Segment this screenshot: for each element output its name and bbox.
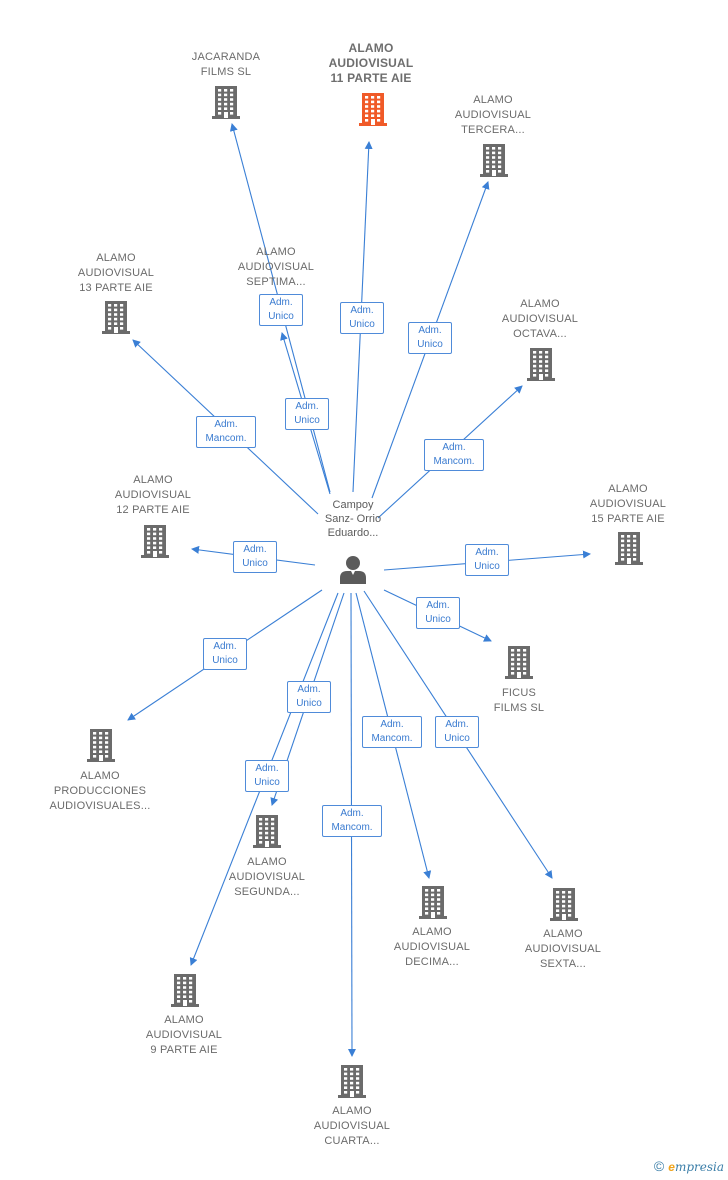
company-node-label: ALAMO PRODUCCIONES AUDIOVISUALES... [49, 770, 151, 812]
building-icon [253, 815, 281, 848]
footer-brand[interactable]: ©empresia [654, 1158, 724, 1174]
company-node-label: ALAMO AUDIOVISUAL SEGUNDA... [228, 856, 306, 898]
edge-label-octava[interactable]: Adm. Mancom. [424, 439, 484, 471]
building-icon [527, 348, 555, 381]
company-node-label: ALAMO AUDIOVISUAL DECIMA... [393, 926, 471, 968]
company-node-label: ALAMO AUDIOVISUAL SEXTA... [524, 928, 602, 970]
edge-label-alamo13[interactable]: Adm. Mancom. [196, 416, 256, 448]
edge-label-septima[interactable]: Adm. Unico [285, 398, 329, 430]
copyright-icon: © [653, 1158, 665, 1174]
brand-logo-initial: e [668, 1160, 675, 1174]
company-node-label: ALAMO AUDIOVISUAL TERCERA... [454, 94, 532, 136]
company-node-label: ALAMO AUDIOVISUAL 13 PARTE AIE [77, 252, 155, 294]
edge-label-decima[interactable]: Adm. Mancom. [362, 716, 422, 748]
building-icon [141, 525, 169, 558]
edge-label-alamo9[interactable]: Adm. Unico [245, 760, 289, 792]
center-person-node[interactable]: Campoy Sanz- Orrio Eduardo... [300, 498, 406, 584]
edge-label-alamo12[interactable]: Adm. Unico [233, 541, 277, 573]
company-node-label: ALAMO AUDIOVISUAL 9 PARTE AIE [145, 1014, 223, 1056]
company-node-label: FICUS FILMS SL [493, 687, 545, 714]
company-node-label: ALAMO AUDIOVISUAL SEPTIMA... [237, 246, 315, 288]
building-icon [338, 1065, 366, 1098]
building-icon [359, 93, 387, 126]
edge-label-producciones[interactable]: Adm. Unico [203, 638, 247, 670]
building-icon [212, 86, 240, 119]
edge-label-segunda[interactable]: Adm. Unico [287, 681, 331, 713]
building-icon [171, 974, 199, 1007]
edge-label-cuarta[interactable]: Adm. Mancom. [322, 805, 382, 837]
edge-label-sexta[interactable]: Adm. Unico [435, 716, 479, 748]
building-icon [102, 301, 130, 334]
edge-label-ficus[interactable]: Adm. Unico [416, 597, 460, 629]
company-node-label: JACARANDA FILMS SL [191, 51, 261, 78]
person-icon [340, 556, 366, 584]
edges-layer [127, 123, 591, 1057]
brand-logo-text: mpresia [674, 1160, 724, 1174]
company-node-label: ALAMO AUDIOVISUAL 12 PARTE AIE [114, 474, 192, 516]
edge-label-alamo15[interactable]: Adm. Unico [465, 544, 509, 576]
company-node-label: ALAMO AUDIOVISUAL 11 PARTE AIE [328, 41, 414, 85]
building-icon [87, 729, 115, 762]
building-icon [480, 144, 508, 177]
building-icon [505, 646, 533, 679]
company-node-label: ALAMO AUDIOVISUAL CUARTA... [313, 1105, 391, 1147]
center-person-label: Campoy Sanz- Orrio Eduardo... [324, 499, 382, 539]
building-icon [615, 532, 643, 565]
edge-label-jacaranda[interactable]: Adm. Unico [259, 294, 303, 326]
edge-label-tercera[interactable]: Adm. Unico [408, 322, 452, 354]
company-node-label: ALAMO AUDIOVISUAL OCTAVA... [501, 298, 579, 340]
building-icon [550, 888, 578, 921]
building-icon [419, 886, 447, 919]
edge-label-alamo11[interactable]: Adm. Unico [340, 302, 384, 334]
company-node-label: ALAMO AUDIOVISUAL 15 PARTE AIE [589, 483, 667, 525]
